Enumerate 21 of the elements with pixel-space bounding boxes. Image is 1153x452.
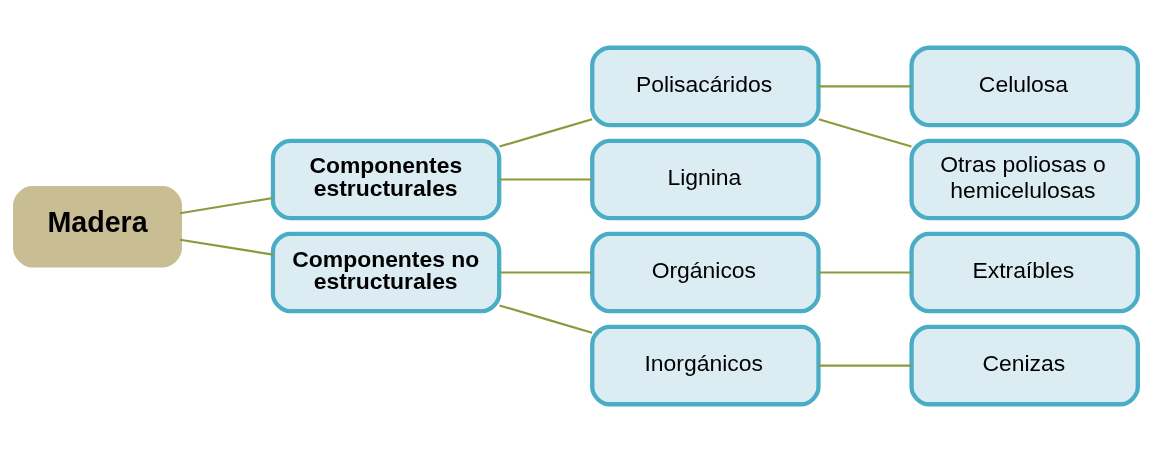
connector [818,85,912,88]
node-box: Componentes estructurales [270,138,502,221]
node-box: Cenizas [909,324,1140,407]
connector [179,196,274,215]
connector [499,304,593,334]
connector [499,118,593,148]
node-box: Inorgánicos [590,324,821,407]
connector [499,178,593,181]
node-box: Polisacáridos [590,45,821,128]
connector [818,364,912,367]
connector [818,118,912,148]
node-box: Orgánicos [590,231,821,314]
node-box: Lignina [590,138,821,221]
node-box: Celulosa [909,45,1140,128]
node-box: Otras poliosas o hemicelulosas [909,138,1140,221]
node-box: Componentes no estructurales [270,231,502,314]
connector [818,271,912,274]
connector [499,271,593,274]
node-box: Madera [13,185,182,268]
connector [179,238,274,256]
node-box: Extraíbles [909,231,1140,314]
